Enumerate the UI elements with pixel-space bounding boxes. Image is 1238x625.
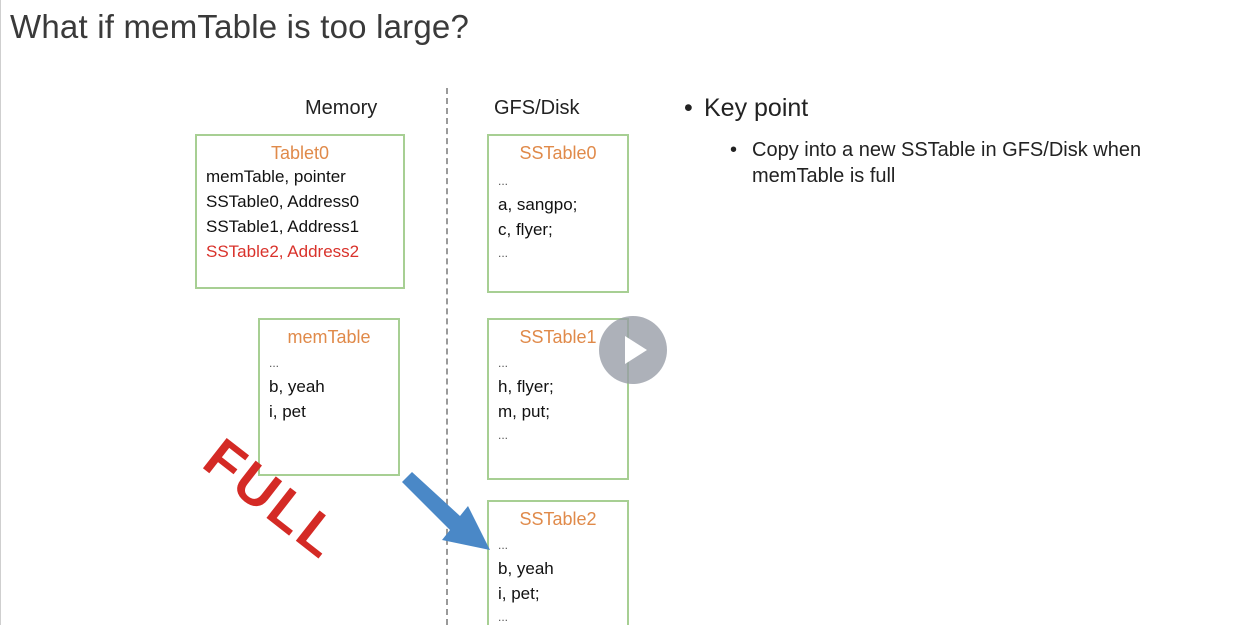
keypoint-subitem: • Copy into a new SSTable in GFS/Disk whe… [730, 137, 1230, 189]
memtable-box: memTable ... b, yeah i, pet [258, 318, 400, 476]
tablet0-line: SSTable1, Address1 [206, 217, 360, 236]
keypoint-heading: Key point [704, 94, 809, 122]
sstable2-line: b, yeah [498, 559, 554, 578]
memory-column-label: Memory [305, 97, 378, 119]
slide-border [0, 0, 1, 625]
sstable1-line: h, flyer; [498, 377, 554, 396]
sstable2-line: ... [498, 610, 509, 624]
sstable0-title: SSTable0 [519, 143, 597, 163]
tablet0-line: SSTable0, Address0 [206, 192, 360, 211]
play-icon [625, 336, 647, 364]
sstable0-line: c, flyer; [498, 220, 553, 239]
keypoint-list: • Key point • Copy into a new SSTable in G… [684, 94, 1230, 189]
bullet-icon: • [684, 94, 693, 122]
sstable2-line: i, pet; [498, 584, 540, 603]
memory-disk-divider [446, 88, 448, 625]
keypoint-text-line2: memTable is full [752, 165, 896, 187]
tablet0-line: memTable, pointer [206, 167, 346, 186]
arrow-down-right-icon [402, 472, 490, 550]
tablet0-highlight-line: SSTable2, Address2 [206, 242, 360, 261]
tablet0-box: Tablet0 memTable, pointer SSTable0, Addr… [195, 134, 405, 289]
keypoint-text-line1: Copy into a new SSTable in GFS/Disk when [752, 139, 1142, 161]
disk-column-label: GFS/Disk [494, 97, 580, 119]
sstable2-line: ... [498, 538, 509, 552]
memtable-title: memTable [287, 327, 371, 347]
sstable2-title: SSTable2 [519, 509, 597, 529]
bullet-icon: • [730, 139, 738, 161]
keypoint-heading-item: • Key point [684, 94, 1230, 123]
sstable1-line: ... [498, 356, 509, 370]
tablet0-title: Tablet0 [270, 143, 330, 163]
sstable1-title: SSTable1 [519, 327, 597, 347]
memtable-line: b, yeah [269, 377, 325, 396]
slide-title: What if memTable is too large? [10, 8, 470, 45]
sstable2-box: SSTable2 ... b, yeah i, pet; ... [487, 500, 629, 625]
play-button[interactable] [599, 316, 667, 384]
sstable0-line: ... [498, 246, 509, 260]
sstable0-line: ... [498, 174, 509, 188]
sstable0-line: a, sangpo; [498, 195, 578, 214]
sstable1-line: m, put; [498, 402, 550, 421]
memtable-line: i, pet [269, 402, 306, 421]
sstable0-box: SSTable0 ... a, sangpo; c, flyer; ... [487, 134, 629, 293]
memtable-line: ... [269, 356, 280, 370]
sstable1-line: ... [498, 428, 509, 442]
